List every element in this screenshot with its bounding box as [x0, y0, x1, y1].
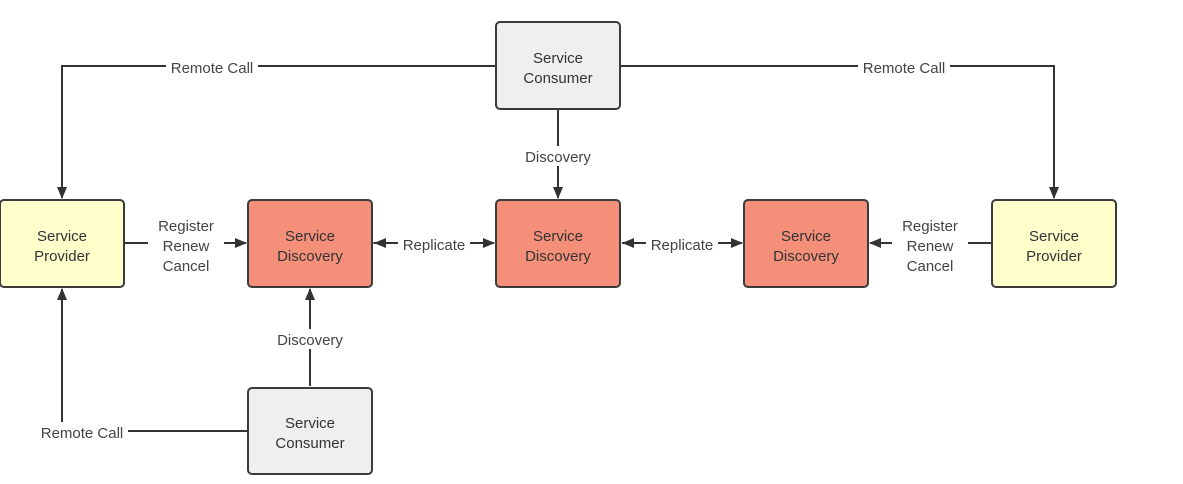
edge-label-renew-left: Renew [163, 238, 210, 255]
edge-label-register-right: Register [902, 218, 958, 235]
node-label: Service [285, 415, 335, 432]
edge-label-renew-right: Renew [907, 238, 954, 255]
node-label: Provider [1026, 248, 1082, 265]
edge-label-cancel-left: Cancel [163, 258, 210, 275]
edge-remote-call-top-right [620, 65, 1059, 199]
node-label: Discovery [277, 248, 343, 265]
node-label: Discovery [773, 248, 839, 265]
node-label: Provider [34, 248, 90, 265]
node-label: Service [533, 50, 583, 67]
node-service-provider-right: Service Provider [991, 199, 1117, 288]
edge-remote-call-top-left [57, 65, 496, 199]
node-service-consumer-top: Service Consumer [495, 21, 621, 110]
node-service-discovery-left: Service Discovery [247, 199, 373, 288]
edge-label-remote-call-top-left: Remote Call [171, 60, 254, 77]
node-service-discovery-center: Service Discovery [495, 199, 621, 288]
edge-label-discovery-top: Discovery [525, 149, 591, 166]
node-label: Discovery [525, 248, 591, 265]
node-label: Service [533, 228, 583, 245]
node-service-consumer-bottom: Service Consumer [247, 387, 373, 475]
node-label: Service [1029, 228, 1079, 245]
node-service-provider-left: Service Provider [0, 199, 125, 288]
node-service-discovery-right: Service Discovery [743, 199, 869, 288]
edge-label-remote-call-bottom: Remote Call [41, 425, 124, 442]
node-label: Consumer [275, 435, 344, 452]
edge-label-replicate-left: Replicate [403, 237, 466, 254]
edge-remote-call-bottom [57, 288, 247, 432]
edge-label-discovery-bottom: Discovery [277, 332, 343, 349]
edge-label-replicate-right: Replicate [651, 237, 714, 254]
node-label: Service [781, 228, 831, 245]
edge-label-cancel-right: Cancel [907, 258, 954, 275]
node-label: Service [285, 228, 335, 245]
node-label: Service [37, 228, 87, 245]
node-label: Consumer [523, 70, 592, 87]
edge-label-register-left: Register [158, 218, 214, 235]
edge-label-remote-call-top-right: Remote Call [863, 60, 946, 77]
